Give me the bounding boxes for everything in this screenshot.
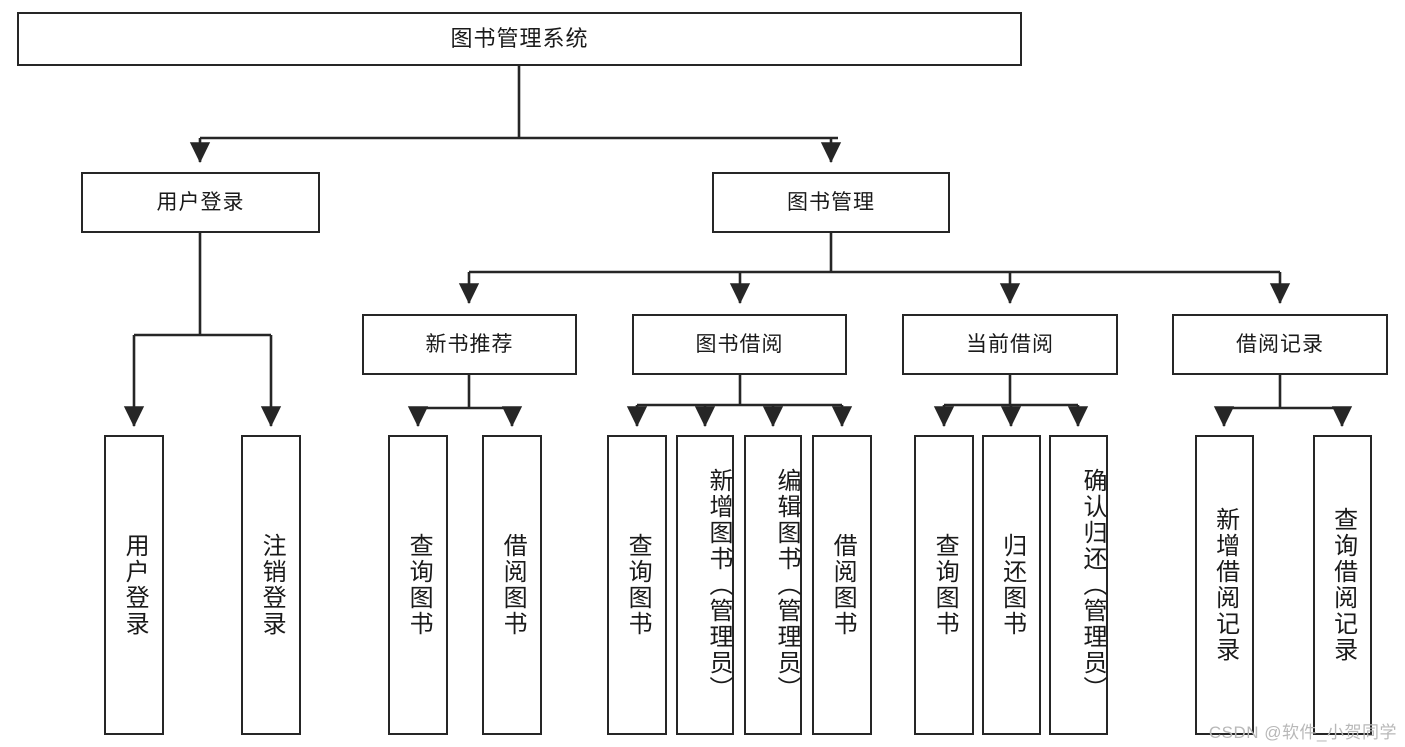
leaf-add-borrow-record[interactable]: 新增借阅记录 [1195,435,1254,735]
watermark: CSDN @软件_小贺同学 [1208,723,1397,742]
node-book-management[interactable]: 图书管理 [712,172,950,233]
leaf-edit-book-admin[interactable]: 编辑图书（管理员） [744,435,802,735]
node-new-book-recommendation[interactable]: 新书推荐 [362,314,577,375]
leaf-add-book-admin[interactable]: 新增图书（管理员） [676,435,734,735]
leaf-query-books-recommend[interactable]: 查询图书 [388,435,448,735]
leaf-query-books-borrowing[interactable]: 查询图书 [607,435,667,735]
node-book-borrowing[interactable]: 图书借阅 [632,314,847,375]
leaf-borrow-books-recommend[interactable]: 借阅图书 [482,435,542,735]
leaf-logout[interactable]: 注销登录 [241,435,301,735]
leaf-return-books[interactable]: 归还图书 [982,435,1041,735]
node-user-login[interactable]: 用户登录 [81,172,320,233]
leaf-user-login[interactable]: 用户登录 [104,435,164,735]
node-current-borrowing[interactable]: 当前借阅 [902,314,1118,375]
leaf-query-books-current[interactable]: 查询图书 [914,435,974,735]
leaf-query-borrow-record[interactable]: 查询借阅记录 [1313,435,1372,735]
leaf-confirm-return-admin[interactable]: 确认归还（管理员） [1049,435,1108,735]
leaf-borrow-books-borrowing[interactable]: 借阅图书 [812,435,872,735]
node-borrowing-records[interactable]: 借阅记录 [1172,314,1388,375]
node-root-book-management-system[interactable]: 图书管理系统 [17,12,1022,66]
